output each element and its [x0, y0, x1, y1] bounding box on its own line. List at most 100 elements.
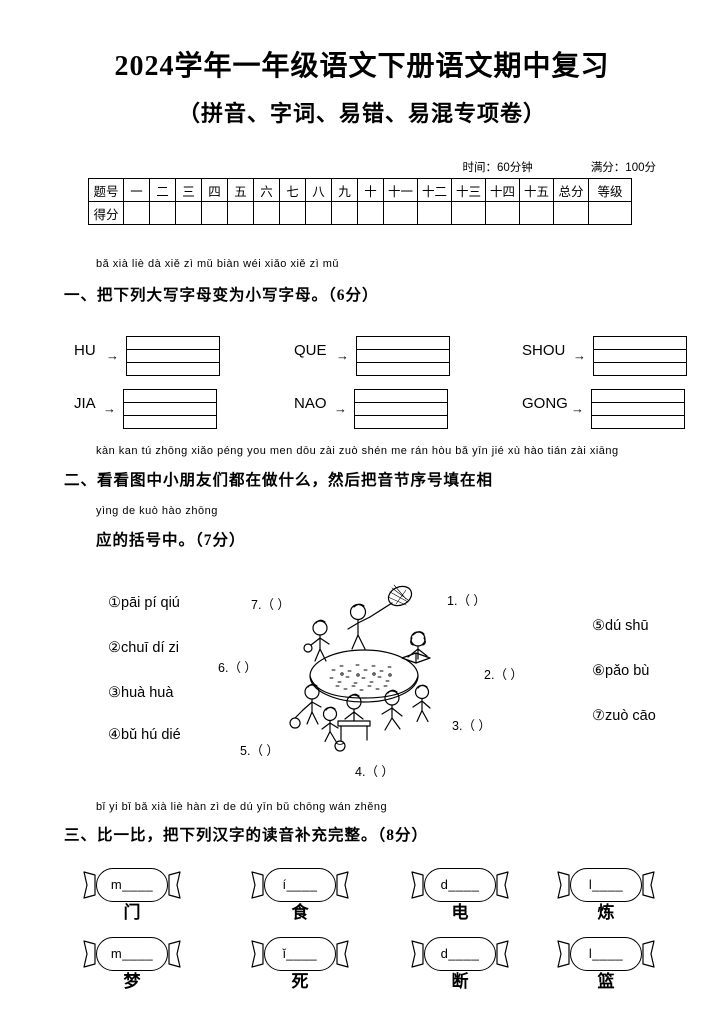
score-cell[interactable]	[383, 201, 418, 225]
table-row-header: 题号 一 二 三 四 五 六 七 八 九 十 十一 十二 十三 十四 十五 总分…	[88, 178, 632, 202]
candy-card[interactable]: l____	[556, 937, 656, 971]
handwriting-box[interactable]	[126, 336, 220, 376]
score-table-col: 四	[201, 178, 228, 202]
time-label: 时间：60分钟	[462, 162, 533, 174]
letter-label: HU	[74, 342, 96, 359]
answer-blank[interactable]: 3.（ ）	[452, 715, 491, 734]
candy-card[interactable]: d____	[410, 868, 510, 902]
score-cell[interactable]	[331, 201, 358, 225]
candy-wrapper-right-icon	[168, 940, 181, 968]
candy-body	[570, 868, 642, 902]
score-cell[interactable]	[149, 201, 176, 225]
handwriting-box[interactable]	[354, 389, 448, 429]
score-table-col: 十四	[485, 178, 520, 202]
exam-meta: 时间：60分钟满分：100分	[463, 159, 656, 175]
candy-card[interactable]: m____	[82, 937, 182, 971]
answer-blank[interactable]: 6.（ ）	[218, 657, 257, 676]
score-table: 题号 一 二 三 四 五 六 七 八 九 十 十一 十二 十三 十四 十五 总分…	[88, 178, 632, 225]
q1-heading: 一、把下列大写字母变为小写字母。（6分）	[64, 287, 379, 304]
q1-pinyin: bǎ xià liè dà xiě zì mǔ biàn wéi xiǎo xi…	[96, 258, 339, 270]
candy-character: 食	[291, 903, 309, 922]
page-title: 2024学年一年级语文下册语文期中复习	[114, 51, 610, 82]
score-cell[interactable]	[451, 201, 486, 225]
score-table-col: 七	[279, 178, 306, 202]
candy-wrapper-left-icon	[251, 940, 264, 968]
score-table-row-label: 题号	[88, 178, 124, 202]
handwriting-box[interactable]	[591, 389, 685, 429]
candy-pinyin: m____	[110, 877, 154, 892]
candy-character: 门	[123, 903, 141, 922]
arrow-icon: →	[106, 348, 119, 363]
word-option: ⑥pǎo bù	[592, 663, 650, 679]
candy-wrapper-right-icon	[642, 871, 655, 899]
score-table-col: 八	[305, 178, 332, 202]
letter-item: GONG →	[522, 383, 724, 429]
candy-pinyin: d____	[440, 946, 480, 961]
arrow-icon: →	[573, 348, 586, 363]
word-option: ④bǔ hú dié	[108, 727, 181, 743]
q2-heading-line2: 应的括号中。（7分）	[96, 532, 246, 549]
score-table-col: 二	[149, 178, 176, 202]
letter-item: QUE →	[294, 330, 504, 376]
page-subtitle: （拼音、字词、易错、易混专项卷）	[177, 101, 546, 126]
candy-character: 篮	[597, 972, 615, 991]
handwriting-box[interactable]	[593, 336, 687, 376]
candy-body	[264, 937, 336, 971]
score-cell[interactable]	[357, 201, 384, 225]
table-row-score: 得分	[88, 201, 632, 225]
candy-wrapper-left-icon	[411, 940, 424, 968]
candy-card[interactable]: m____	[82, 868, 182, 902]
score-cell-grade[interactable]	[588, 201, 632, 225]
candy-body	[424, 868, 496, 902]
score-cell[interactable]	[519, 201, 554, 225]
candy-pinyin: m____	[110, 946, 154, 961]
candy-wrapper-right-icon	[336, 871, 349, 899]
answer-blank[interactable]: 4.（ ）	[355, 761, 394, 780]
score-table-col: 十一	[383, 178, 418, 202]
candy-character: 炼	[597, 903, 615, 922]
score-cell[interactable]	[123, 201, 150, 225]
score-cell[interactable]	[175, 201, 202, 225]
arrow-icon: →	[334, 401, 347, 416]
candy-card[interactable]: l____	[556, 868, 656, 902]
score-cell[interactable]	[201, 201, 228, 225]
score-table-row-label: 得分	[88, 201, 124, 225]
answer-blank[interactable]: 2.（ ）	[484, 664, 523, 683]
score-cell[interactable]	[279, 201, 306, 225]
blank-paren: （ ）	[457, 594, 486, 608]
candy-card[interactable]: d____	[410, 937, 510, 971]
score-cell[interactable]	[485, 201, 520, 225]
word-option: ⑤dú shū	[592, 618, 649, 634]
q3-heading: 三、比一比，把下列汉字的读音补充完整。（8分）	[64, 827, 429, 844]
score-cell[interactable]	[305, 201, 332, 225]
letter-label: JIA	[74, 395, 96, 412]
score-cell-total[interactable]	[553, 201, 589, 225]
score-cell[interactable]	[417, 201, 452, 225]
score-cell[interactable]	[227, 201, 254, 225]
score-table-col-total: 总分	[553, 178, 589, 202]
candy-card[interactable]: ǐ____	[250, 937, 350, 971]
candy-pinyin: ǐ____	[282, 946, 318, 961]
blank-paren: （ ）	[462, 719, 491, 733]
score-cell[interactable]	[253, 201, 280, 225]
candy-pinyin: d____	[440, 877, 480, 892]
candy-wrapper-right-icon	[496, 871, 509, 899]
candy-wrapper-left-icon	[251, 871, 264, 899]
arrow-icon: →	[336, 348, 349, 363]
word-option: ③huà huà	[108, 685, 174, 701]
candy-card[interactable]: í____	[250, 868, 350, 902]
q2-pinyin-line1: kàn kan tú zhōng xiǎo péng you men dōu z…	[96, 445, 619, 457]
answer-blank[interactable]: 7.（ ）	[251, 594, 290, 613]
answer-blank[interactable]: 1.（ ）	[447, 590, 486, 609]
word-option: ②chuī dí zi	[108, 640, 180, 656]
handwriting-box[interactable]	[123, 389, 217, 429]
candy-wrapper-right-icon	[336, 940, 349, 968]
answer-blank[interactable]: 5.（ ）	[240, 740, 279, 759]
score-table-col: 五	[227, 178, 254, 202]
letter-item: SHOU →	[522, 330, 724, 376]
candy-character: 梦	[123, 972, 141, 991]
blank-paren: （ ）	[228, 661, 257, 675]
candy-wrapper-left-icon	[83, 871, 96, 899]
candy-body	[264, 868, 336, 902]
handwriting-box[interactable]	[356, 336, 450, 376]
